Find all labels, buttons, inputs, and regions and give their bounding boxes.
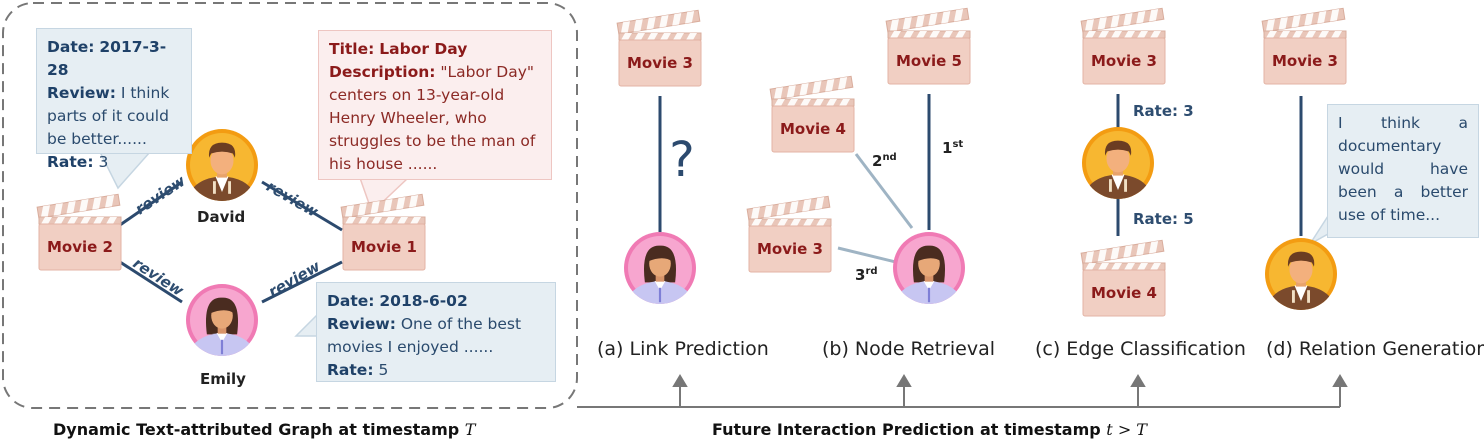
user-name-david: David bbox=[197, 208, 246, 226]
rank-3: 3rd bbox=[855, 266, 878, 284]
edge-david-movie1 bbox=[261, 180, 343, 232]
movie-node-retr-4-label: Movie 4 bbox=[780, 120, 846, 138]
movie-node-link: Movie 3 bbox=[616, 9, 702, 87]
movie-node-edge-4: Movie 4 bbox=[1080, 239, 1166, 317]
graph-edges bbox=[119, 180, 343, 304]
clapper-stick bbox=[36, 193, 121, 219]
retrieval-line-2 bbox=[854, 153, 914, 229]
clapper-stick bbox=[1080, 239, 1165, 265]
movie-node-retr-5: Movie 5 bbox=[885, 7, 971, 85]
caption-node-retrieval: (b) Node Retrieval bbox=[822, 338, 995, 360]
review-box-emily: Date: 2018-6-02 Review: One of the best … bbox=[316, 282, 556, 382]
avatar-edgeclass-user bbox=[1082, 127, 1154, 199]
footer-left: Dynamic Text-attributed Graph at timesta… bbox=[53, 420, 476, 439]
rate-label-3: Rate: 3 bbox=[1133, 102, 1194, 120]
question-mark: ? bbox=[669, 132, 694, 188]
arrow-head-c bbox=[1130, 374, 1146, 387]
movie-node-2: Movie 2 bbox=[36, 193, 122, 271]
avatar-david bbox=[186, 129, 258, 201]
movie-node-1-label: Movie 1 bbox=[351, 238, 417, 256]
arrow-head-a bbox=[672, 374, 688, 387]
clapper-layer: Movie 2 Movie 1 Movie 3 Movie 5 Movie 4 Movie… bbox=[36, 7, 1347, 317]
user-name-emily: Emily bbox=[200, 370, 246, 388]
movie-node-link-label: Movie 3 bbox=[627, 54, 693, 72]
avatar-layer bbox=[186, 127, 1337, 356]
edge-emily-movie1 bbox=[261, 260, 343, 304]
caption-edge-classification: (c) Edge Classification bbox=[1035, 338, 1246, 360]
rank-1: 1st bbox=[942, 139, 964, 157]
movie-info-box: Title: Labor Day Description: "Labor Day… bbox=[318, 30, 552, 180]
caption-relation-generation: (d) Relation Generation bbox=[1266, 338, 1484, 360]
clapper-stick bbox=[1080, 7, 1165, 33]
graph-container bbox=[2, 2, 578, 409]
avatar-emily bbox=[186, 284, 258, 356]
clapper-stick bbox=[769, 75, 854, 101]
movie-node-rel-3: Movie 3 bbox=[1261, 7, 1347, 85]
avatar-retrieval-user bbox=[893, 232, 965, 304]
avatar-link-user bbox=[624, 232, 696, 304]
bubble-tail-emily bbox=[294, 312, 319, 337]
movie-node-edge-4-label: Movie 4 bbox=[1091, 284, 1157, 302]
clapper-stick bbox=[746, 195, 831, 221]
movie-node-edge-3: Movie 3 bbox=[1080, 7, 1166, 85]
relation-text-box: I think a documentary would have been a … bbox=[1327, 104, 1479, 238]
movie-node-retr-5-label: Movie 5 bbox=[896, 52, 962, 70]
clapper-stick bbox=[885, 7, 970, 33]
movie-node-retr-3: Movie 3 bbox=[746, 195, 832, 273]
movie-node-edge-3-label: Movie 3 bbox=[1091, 52, 1157, 70]
bubble-tail-relation bbox=[1309, 213, 1329, 245]
arrow-head-b bbox=[896, 374, 912, 387]
timeline-connector bbox=[577, 374, 1348, 408]
caption-link-prediction: (a) Link Prediction bbox=[597, 338, 769, 360]
movie-node-retr-4: Movie 4 bbox=[769, 75, 855, 153]
clapper-stick bbox=[340, 193, 425, 219]
review-box-david: Date: 2017-3-28 Review: I think parts of… bbox=[36, 28, 192, 171]
clapper-stick bbox=[1261, 7, 1346, 33]
movie-node-1: Movie 1 bbox=[340, 193, 426, 271]
retrieval-line-3 bbox=[837, 246, 905, 266]
rank-2: 2nd bbox=[872, 152, 897, 170]
clapper-stick bbox=[616, 9, 701, 35]
arrow-head-d bbox=[1332, 374, 1348, 387]
edge-movie2-david bbox=[119, 180, 183, 227]
footer-right: Future Interaction Prediction at timesta… bbox=[712, 420, 1147, 439]
movie-node-retr-3-label: Movie 3 bbox=[757, 240, 823, 258]
movie-node-rel-3-label: Movie 3 bbox=[1272, 52, 1338, 70]
avatar-relation-user bbox=[1265, 238, 1337, 310]
edge-movie2-emily bbox=[119, 260, 183, 304]
rate-label-5: Rate: 5 bbox=[1133, 210, 1194, 228]
movie-node-2-label: Movie 2 bbox=[47, 238, 113, 256]
